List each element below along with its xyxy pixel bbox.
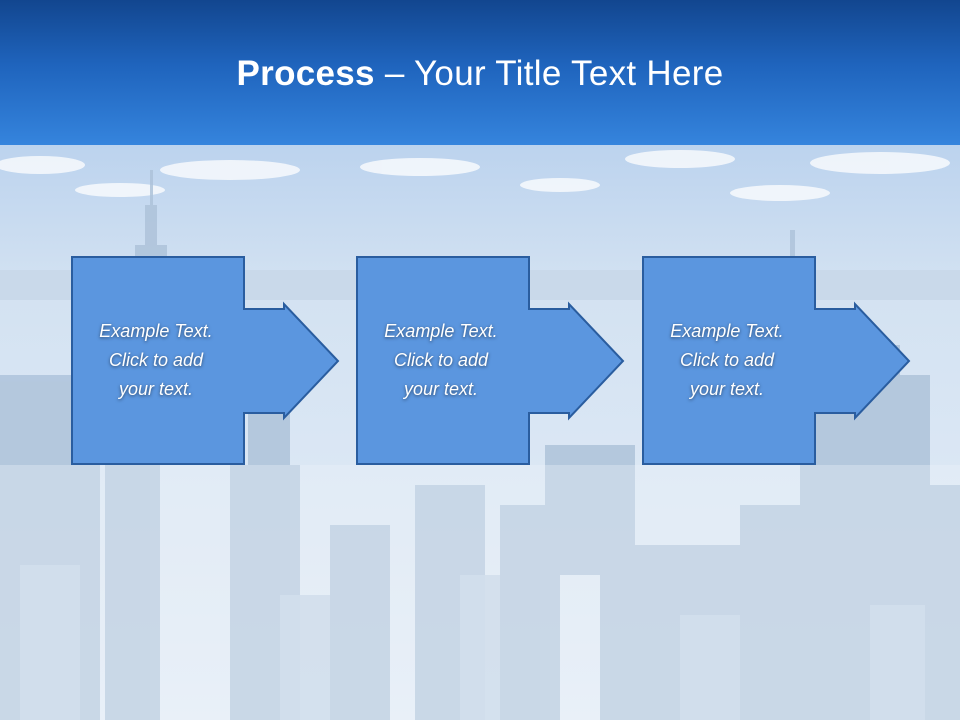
- title-rest: – Your Title Text Here: [374, 54, 724, 93]
- title-bold: Process: [236, 54, 375, 93]
- step-1-text[interactable]: Example Text. Click to add your text.: [99, 321, 213, 399]
- step-3-text[interactable]: Example Text. Click to add your text.: [670, 321, 784, 399]
- step-2-text[interactable]: Example Text. Click to add your text.: [384, 321, 498, 399]
- title-bar: Process – Your Title Text Here: [0, 0, 960, 145]
- city-skyline-background: [0, 145, 960, 720]
- step-2-shape: [356, 256, 625, 465]
- slide-title[interactable]: Process – Your Title Text Here: [0, 50, 960, 98]
- step-2[interactable]: Example Text. Click to add your text.: [357, 257, 529, 464]
- step-1-shape: [71, 256, 340, 465]
- step-3[interactable]: Example Text. Click to add your text.: [643, 257, 815, 464]
- step-3-shape: [642, 256, 911, 465]
- step-1[interactable]: Example Text. Click to add your text.: [72, 257, 244, 464]
